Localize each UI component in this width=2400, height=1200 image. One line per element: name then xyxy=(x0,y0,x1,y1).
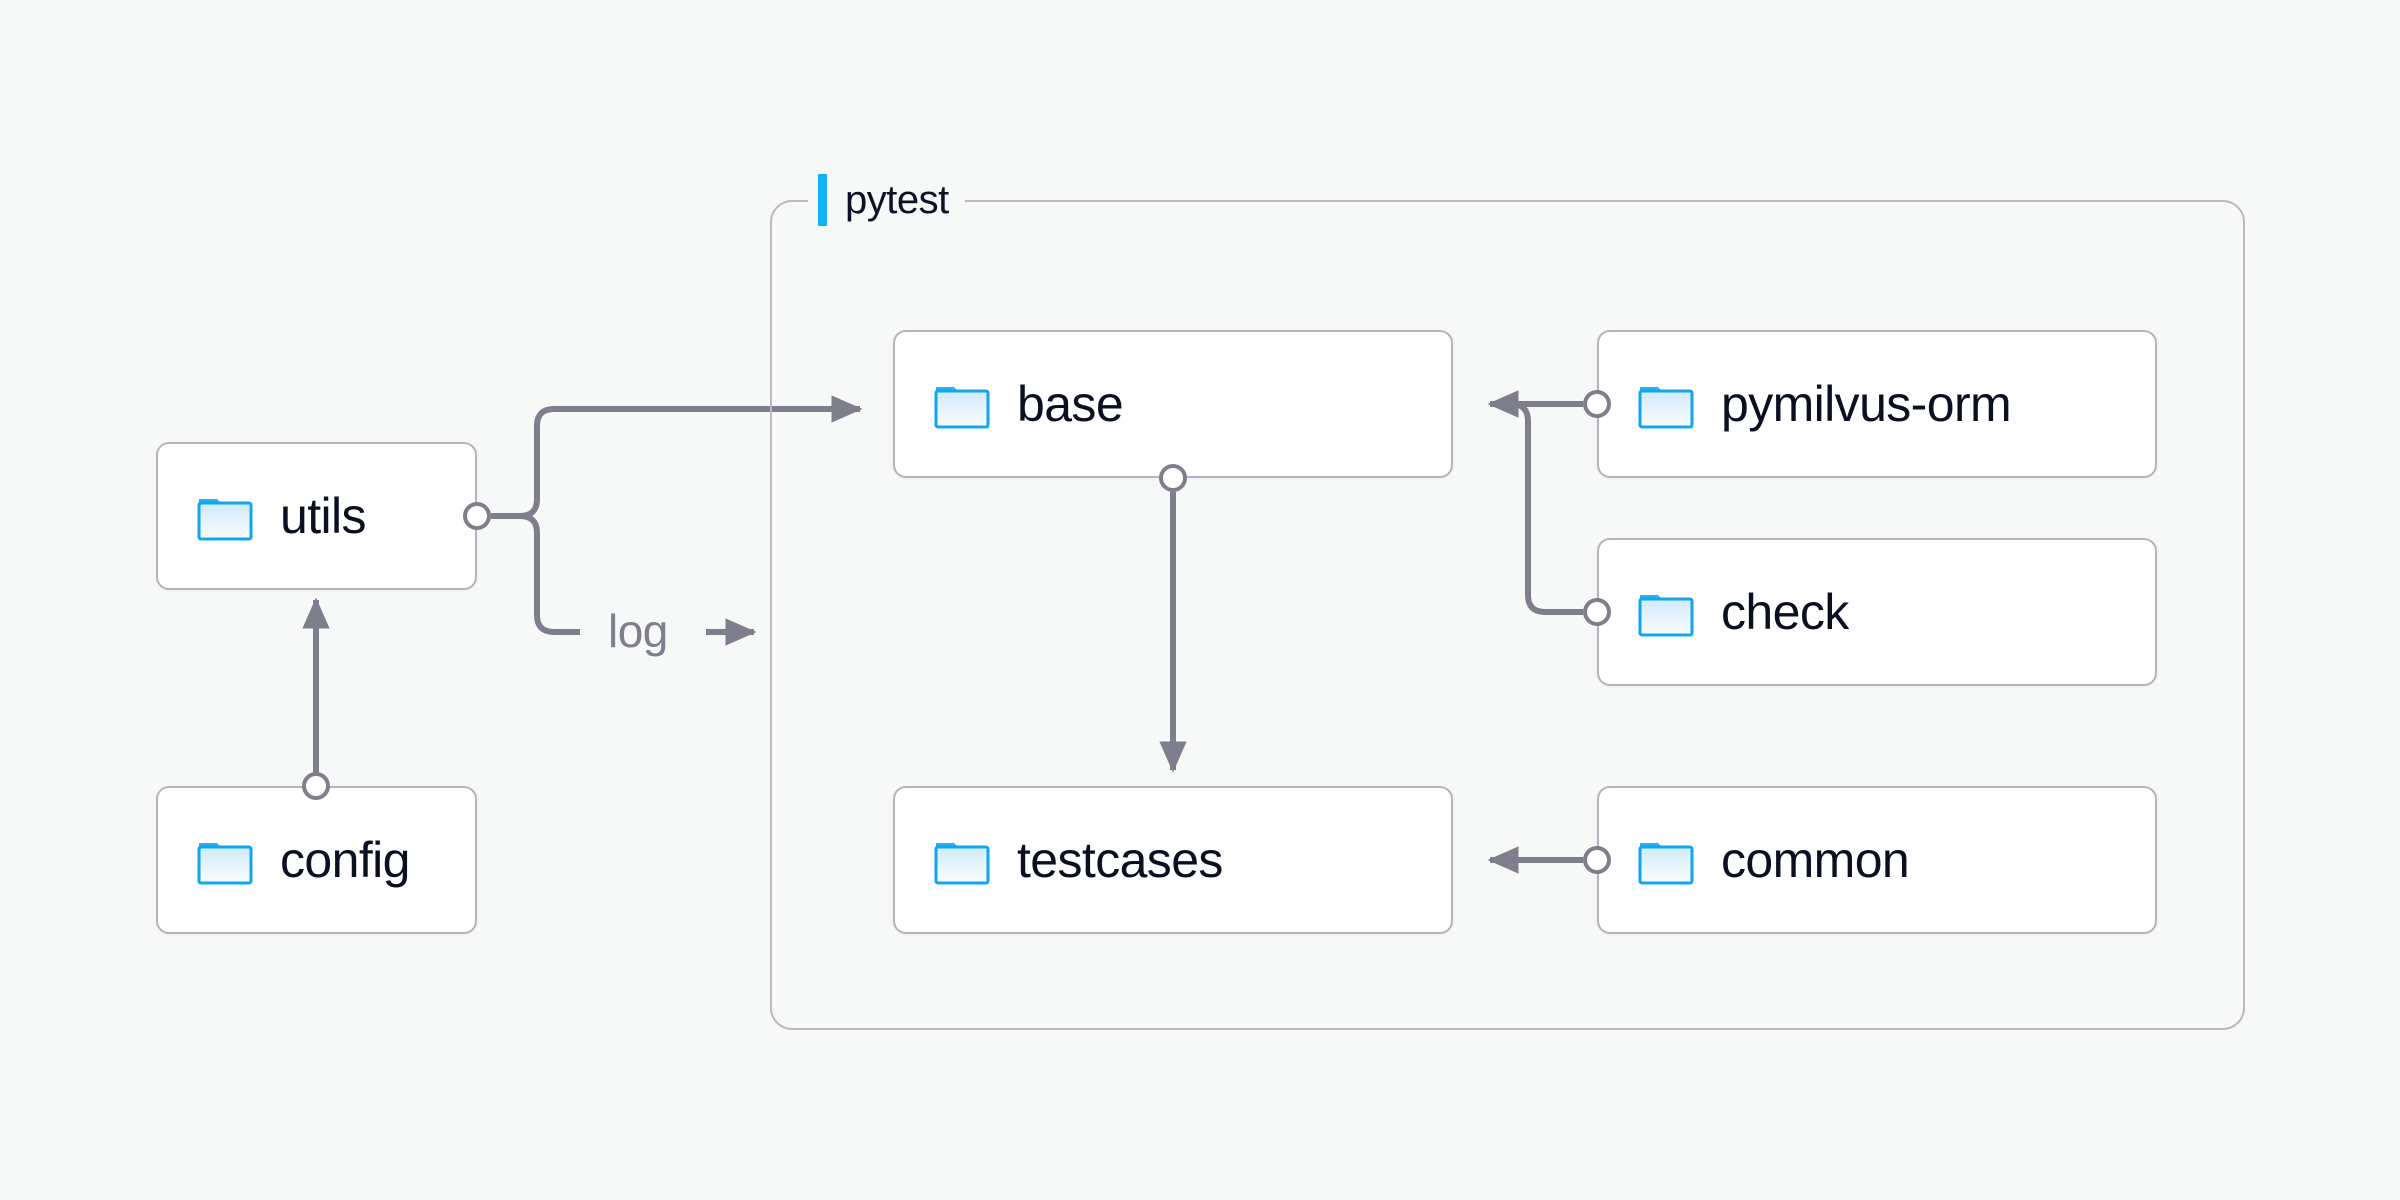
folder-icon xyxy=(1638,843,1694,885)
node-utils[interactable]: utils xyxy=(156,442,477,590)
folder-icon xyxy=(934,843,990,885)
node-check[interactable]: check xyxy=(1597,538,2157,686)
node-base-label: base xyxy=(1017,376,1124,432)
port-base-bottom[interactable] xyxy=(1159,464,1187,492)
folder-icon xyxy=(1638,595,1694,637)
folder-icon xyxy=(1638,387,1694,429)
node-utils-label: utils xyxy=(280,488,367,544)
port-pymilvus-orm-left[interactable] xyxy=(1583,390,1611,418)
edge-label-log: log xyxy=(600,608,676,654)
group-accent-bar xyxy=(818,174,827,226)
node-config[interactable]: config xyxy=(156,786,477,934)
node-testcases-label: testcases xyxy=(1017,832,1223,888)
edge-utils-log xyxy=(491,513,580,635)
port-config-top[interactable] xyxy=(302,772,330,800)
folder-icon xyxy=(197,843,253,885)
group-pytest[interactable] xyxy=(770,200,2245,1030)
group-pytest-label: pytest xyxy=(808,169,965,231)
port-utils-right[interactable] xyxy=(463,502,491,530)
port-check-left[interactable] xyxy=(1583,598,1611,626)
folder-icon xyxy=(197,499,253,541)
node-common[interactable]: common xyxy=(1597,786,2157,934)
node-base[interactable]: base xyxy=(893,330,1453,478)
port-common-left[interactable] xyxy=(1583,846,1611,874)
node-pymilvus-orm[interactable]: pymilvus-orm xyxy=(1597,330,2157,478)
node-check-label: check xyxy=(1721,584,1849,640)
node-testcases[interactable]: testcases xyxy=(893,786,1453,934)
node-config-label: config xyxy=(280,832,410,888)
node-pymilvus-orm-label: pymilvus-orm xyxy=(1721,376,2012,432)
folder-icon xyxy=(934,387,990,429)
node-common-label: common xyxy=(1721,832,1910,888)
group-pytest-label-text: pytest xyxy=(845,177,949,222)
